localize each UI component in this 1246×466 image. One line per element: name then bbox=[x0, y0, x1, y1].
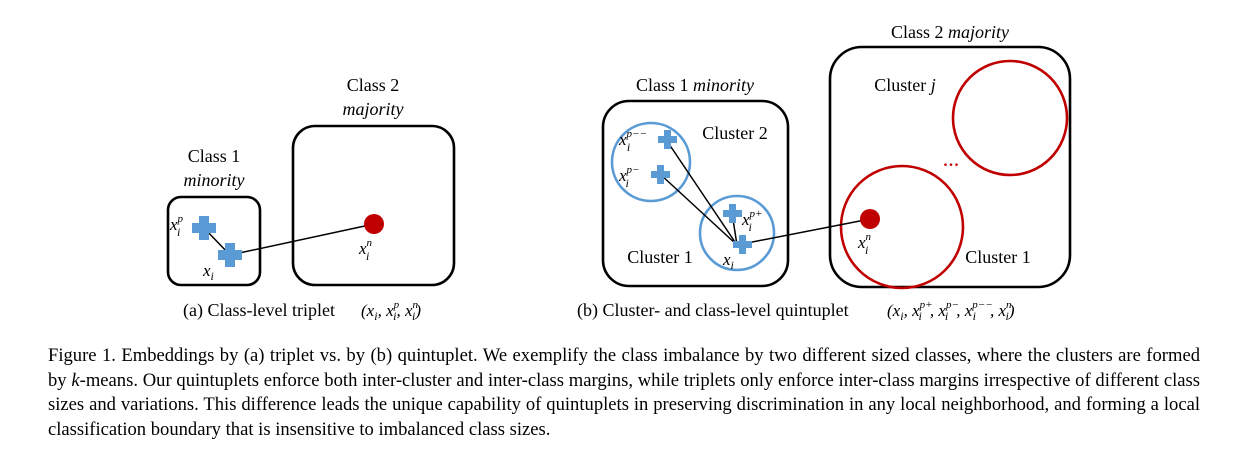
panel-b-clusterj-circle bbox=[951, 59, 1069, 177]
panel-b-xpm-plus-icon bbox=[651, 165, 670, 184]
panel-b: Class 1 minority Class 2 majority Cluste… bbox=[577, 22, 1072, 323]
panel-a-anchor-plus-icon bbox=[218, 243, 242, 267]
panel-b-xpp-label: xp+i bbox=[741, 208, 762, 234]
panel-b-caption: (b) Cluster- and class-level quintuplet bbox=[577, 300, 849, 321]
panel-a-positive-plus-icon bbox=[192, 216, 216, 240]
panel-a-negative-link bbox=[229, 223, 375, 256]
panel-a-caption: (a) Class-level triplet bbox=[183, 300, 335, 321]
panel-b-cluster2-label: Cluster 2 bbox=[702, 123, 768, 143]
panel-a-class1-sublabel: minority bbox=[184, 170, 245, 190]
panel-a-class2-box bbox=[291, 124, 456, 287]
caption-k: k bbox=[71, 369, 80, 391]
caption-part-2: -means. Our quintuplets enforce both int… bbox=[48, 369, 1200, 440]
panel-b-class1-box bbox=[601, 99, 790, 288]
panel-a-class1-label: Class 1 bbox=[188, 146, 241, 166]
panel-b-cluster1-circle bbox=[698, 194, 776, 272]
panel-b-class2-box bbox=[828, 45, 1072, 289]
panel-b-xpmm-label: xp−−i bbox=[618, 128, 647, 154]
panel-b-anchor-plus-icon bbox=[733, 235, 752, 254]
caption-part-1: Figure 1. Embeddings by (a) triplet vs. … bbox=[48, 345, 1200, 391]
panel-b-clusterj-label: Cluster j bbox=[874, 75, 936, 95]
panel-a-class2-label: Class 2 bbox=[347, 75, 400, 95]
panel-a-negative-circle-icon bbox=[364, 214, 384, 234]
panel-b-class1-label: Class 1 minority bbox=[636, 75, 754, 95]
panel-b-x-label: xi bbox=[722, 250, 734, 272]
panel-b-xpp-plus-icon bbox=[723, 204, 742, 223]
panel-b-cluster1-left-label: Cluster 1 bbox=[627, 247, 693, 267]
panel-b-link-pmm bbox=[666, 140, 738, 246]
panel-b-cluster2-circle bbox=[610, 121, 692, 203]
panel-b-class2-label: Class 2 majority bbox=[891, 22, 1009, 42]
panel-b-majority-cluster1-circle bbox=[839, 164, 965, 290]
panel-b-cluster1-right-label: Cluster 1 bbox=[965, 247, 1031, 267]
panel-b-xpmm-plus-icon bbox=[658, 130, 677, 149]
panel-b-ellipsis: ... bbox=[943, 146, 960, 171]
panel-b-negative-circle-icon bbox=[860, 209, 880, 229]
panel-b-xpm-label: xp−i bbox=[618, 164, 639, 190]
panel-b-link-n bbox=[736, 218, 871, 246]
figure-caption: Figure 1. Embeddings by (a) triplet vs. … bbox=[48, 344, 1200, 442]
panel-b-link-pm bbox=[659, 173, 738, 246]
panel-a-class1-box bbox=[166, 195, 262, 287]
panel-a-x-label: xi bbox=[202, 261, 214, 283]
panel-a-class2-sublabel: majority bbox=[343, 99, 404, 119]
